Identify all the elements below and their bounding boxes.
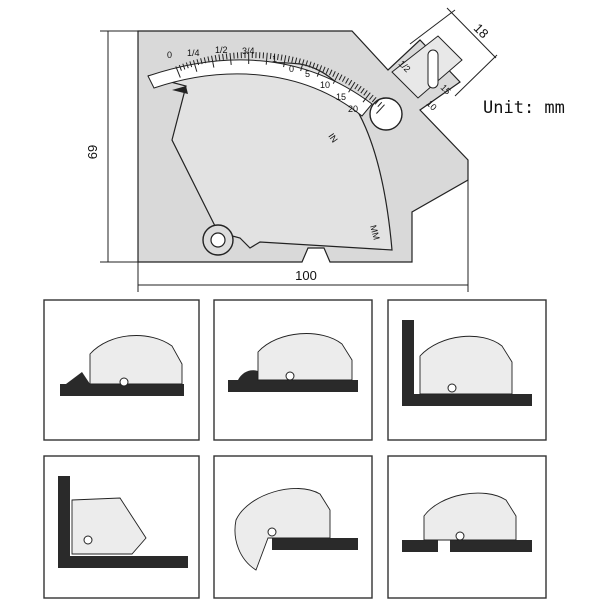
usage-panel-2 — [213, 299, 373, 441]
scale-tick — [294, 57, 298, 64]
scale-tick — [376, 104, 385, 114]
usage-panels — [43, 299, 547, 599]
scale-tick — [338, 74, 343, 81]
scale-tick — [182, 63, 186, 70]
scale-tick — [273, 53, 276, 60]
scale-ticks — [175, 52, 385, 114]
scale-tick — [322, 66, 326, 73]
scale-tick — [305, 60, 308, 67]
scale-tick — [371, 97, 377, 103]
scale-tick — [328, 69, 333, 76]
scale-tick — [196, 59, 200, 66]
scale-tick — [214, 54, 217, 62]
notch — [172, 86, 188, 94]
dimension-lines — [100, 7, 498, 292]
scale-tick — [374, 99, 380, 105]
scale-tick — [363, 90, 368, 96]
scale-tick — [178, 64, 182, 71]
scale-tick — [211, 55, 215, 68]
scale-mm-0: 0 — [289, 64, 294, 74]
scale-band — [147, 59, 373, 117]
scale-tick — [265, 52, 268, 65]
usage-panel-6 — [387, 455, 547, 599]
scale-tick — [185, 62, 189, 69]
pivot-hole-large — [369, 97, 403, 131]
unit-label: Unit: mm — [483, 98, 565, 118]
scale-inch-1-4: 1/4 — [187, 48, 200, 58]
scale-tick — [269, 53, 272, 60]
scale-tick — [312, 62, 316, 69]
dimension-height-label: 69 — [85, 145, 100, 159]
scale-tick — [287, 55, 290, 62]
scale-tick — [354, 83, 359, 90]
scale-tick — [348, 79, 353, 86]
scale-tick — [360, 87, 365, 94]
scale-tick — [175, 66, 181, 78]
scale-tick — [218, 54, 221, 61]
scale-tick — [283, 55, 287, 68]
usage-panel-5 — [213, 455, 373, 599]
scale-tick — [298, 58, 301, 65]
scale-tick — [189, 61, 193, 68]
scale-tick — [222, 53, 224, 60]
scale-tick — [377, 101, 383, 108]
scale-tick — [332, 72, 340, 84]
usage-panel-3 — [387, 299, 547, 441]
main-gauge — [137, 30, 469, 263]
scale-tick — [203, 57, 207, 64]
scale-mm-label: MM — [368, 224, 382, 241]
scale-tick — [357, 85, 362, 92]
scale-tick — [369, 94, 374, 101]
usage-panel-4 — [43, 455, 200, 599]
scale-tick — [225, 53, 228, 60]
scale-tick — [362, 92, 371, 103]
scale-tick — [200, 58, 203, 65]
slot-arm — [391, 35, 463, 99]
slot-opening — [427, 49, 439, 89]
scale-tick — [229, 52, 232, 66]
scale-mm-20: 20 — [348, 104, 358, 114]
scale-tick — [291, 56, 294, 63]
scale-mm-15: 15 — [336, 92, 346, 102]
scale-inch-1: 1 — [272, 54, 277, 64]
scale-tick — [325, 68, 329, 74]
dimension-width-label: 100 — [295, 268, 317, 283]
scale-inch-1-2: 1/2 — [215, 45, 228, 55]
scale-mm-5: 5 — [305, 69, 310, 79]
scale-tick — [341, 76, 346, 82]
dimension-slot-label: 18 — [471, 20, 492, 41]
scale-inch-3-4: 3/4 — [242, 46, 255, 56]
scale-inch-0: 0 — [167, 50, 172, 60]
scale-tick — [316, 65, 323, 77]
scale-tick — [345, 78, 349, 84]
scale-tick — [207, 56, 210, 63]
scale-tick — [280, 54, 283, 61]
pivot-rivet-inner — [210, 232, 226, 248]
scale-tick — [277, 53, 279, 61]
scale-tick — [348, 81, 356, 93]
scale-tick — [315, 63, 319, 70]
scale-tick — [192, 60, 198, 72]
scale-tick — [308, 61, 312, 68]
scale-mm-10: 10 — [320, 80, 330, 90]
scale-tick — [300, 59, 305, 72]
usage-panel-1 — [43, 299, 200, 441]
scale-tick — [332, 71, 336, 77]
